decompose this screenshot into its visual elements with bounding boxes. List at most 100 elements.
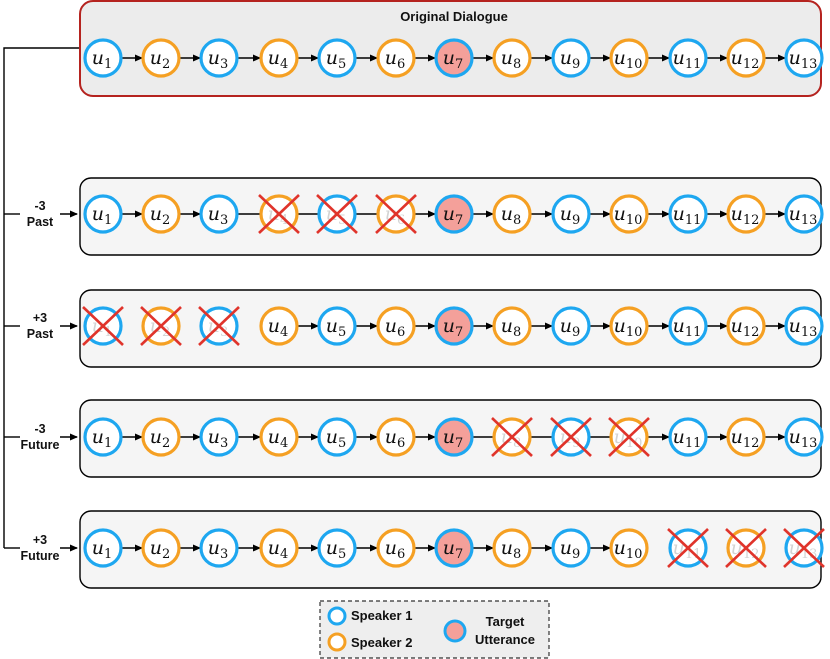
- speaker1-legend-label: Speaker 1: [351, 608, 412, 623]
- utterance-subscript: 10: [626, 213, 643, 228]
- utterance-node: u2: [141, 38, 181, 78]
- utterance-subscript: 6: [397, 547, 405, 562]
- utterance-circle: [668, 38, 708, 78]
- utterance-subscript: 4: [280, 57, 288, 72]
- utterance-subscript: 4: [280, 547, 288, 562]
- target-utterance-node: u7: [434, 38, 474, 78]
- utterance-subscript: 2: [162, 436, 170, 451]
- branch-connectors: [3, 47, 80, 552]
- utterance-circle: [726, 306, 766, 346]
- utterance-subscript: 13: [801, 57, 818, 72]
- utterance-node: u9: [551, 306, 591, 346]
- trunk-line: [3, 47, 80, 548]
- removed-utterance-node: u4: [258, 194, 300, 234]
- removed-utterance-node: u10: [608, 417, 650, 457]
- utterance-node: u9: [551, 528, 591, 568]
- ablation-row: +3Futureu1u2u3u4u5u6u7u8u9u10u11u12u13: [21, 510, 825, 589]
- utterance-subscript: 3: [220, 57, 228, 72]
- utterance-node: u1: [83, 528, 123, 568]
- offset-label: +3: [33, 533, 47, 547]
- utterance-subscript: 12: [743, 436, 760, 451]
- target-utterance-node: u7: [434, 417, 474, 457]
- utterance-circle: [784, 38, 824, 78]
- removed-cross-icon: [198, 306, 240, 346]
- removed-cross-icon: [316, 194, 358, 234]
- offset-label: -3: [34, 422, 45, 436]
- utterance-subscript: 1: [104, 436, 112, 451]
- speaker1-legend-icon: [327, 606, 347, 626]
- utterance-subscript: 1: [104, 547, 112, 562]
- utterance-circle: [668, 417, 708, 457]
- utterance-subscript: 9: [572, 57, 580, 72]
- utterance-circle: [317, 306, 357, 346]
- utterance-node: u1: [83, 194, 123, 234]
- utterance-node: u5: [317, 528, 357, 568]
- utterance-subscript: 13: [801, 325, 818, 340]
- utterance-circle: [434, 194, 474, 234]
- utterance-circle: [317, 38, 357, 78]
- utterance-subscript: 12: [743, 57, 760, 72]
- speaker2-legend-icon: [327, 632, 347, 652]
- utterance-node: u4: [259, 306, 299, 346]
- utterance-circle: [141, 417, 181, 457]
- removed-cross-icon: [140, 306, 182, 346]
- removed-utterance-node: u5: [316, 194, 358, 234]
- utterance-circle: [726, 194, 766, 234]
- utterance-subscript: 10: [626, 547, 643, 562]
- utterance-node: u1: [83, 38, 123, 78]
- utterance-subscript: 4: [280, 436, 288, 451]
- utterance-subscript: 10: [626, 57, 643, 72]
- utterance-subscript: 5: [338, 57, 346, 72]
- utterance-subscript: 7: [455, 325, 463, 340]
- utterance-node: u12: [726, 194, 766, 234]
- utterance-subscript: 10: [626, 325, 643, 340]
- utterance-subscript: 9: [572, 325, 580, 340]
- utterance-subscript: 12: [743, 325, 760, 340]
- utterance-circle: [609, 528, 649, 568]
- dialogue-rows: Original Dialogue u1 u2 u3 u4 u5 u6 u7 u8 u9 u10 u1…: [21, 0, 825, 589]
- utterance-subscript: 6: [397, 436, 405, 451]
- utterance-node: u10: [609, 306, 649, 346]
- utterance-node: u12: [726, 38, 766, 78]
- utterance-subscript: 11: [685, 436, 702, 451]
- removed-utterance-node: u13: [783, 528, 825, 568]
- utterance-subscript: 2: [162, 547, 170, 562]
- target-legend-icon: [443, 619, 467, 643]
- removed-utterance-node: u9: [550, 417, 592, 457]
- utterance-node: u12: [726, 417, 766, 457]
- utterance-node: u13: [784, 194, 824, 234]
- utterance-circle: [609, 38, 649, 78]
- utterance-subscript: 8: [513, 57, 521, 72]
- direction-label: Future: [21, 549, 60, 563]
- removed-cross-icon: [550, 417, 592, 457]
- utterance-circle: [141, 38, 181, 78]
- removed-cross-icon: [491, 417, 533, 457]
- utterance-node: u8: [492, 194, 532, 234]
- utterance-circle: [259, 417, 299, 457]
- utterance-circle: [83, 417, 123, 457]
- utterance-node: u3: [199, 38, 239, 78]
- utterance-node: u11: [668, 194, 708, 234]
- utterance-subscript: 13: [801, 436, 818, 451]
- utterance-circle: [492, 194, 532, 234]
- utterance-node: u3: [199, 194, 239, 234]
- ablation-row: +3Pastu1u2u3u4u5u6u7u8u9u10u11u12u13: [27, 289, 824, 368]
- removed-utterance-node: u2: [140, 306, 182, 346]
- utterance-circle: [668, 194, 708, 234]
- utterance-node: u4: [259, 38, 299, 78]
- utterance-subscript: 6: [397, 325, 405, 340]
- removed-utterance-node: u8: [491, 417, 533, 457]
- utterance-node: u11: [668, 38, 708, 78]
- target-utterance-node: u7: [434, 194, 474, 234]
- utterance-node: u6: [376, 417, 416, 457]
- offset-label: -3: [34, 199, 45, 213]
- utterance-subscript: 9: [572, 547, 580, 562]
- original-dialogue-title: Original Dialogue: [400, 9, 508, 24]
- direction-label: Future: [21, 438, 60, 452]
- utterance-circle: [609, 306, 649, 346]
- utterance-circle: [141, 528, 181, 568]
- utterance-subscript: 1: [104, 213, 112, 228]
